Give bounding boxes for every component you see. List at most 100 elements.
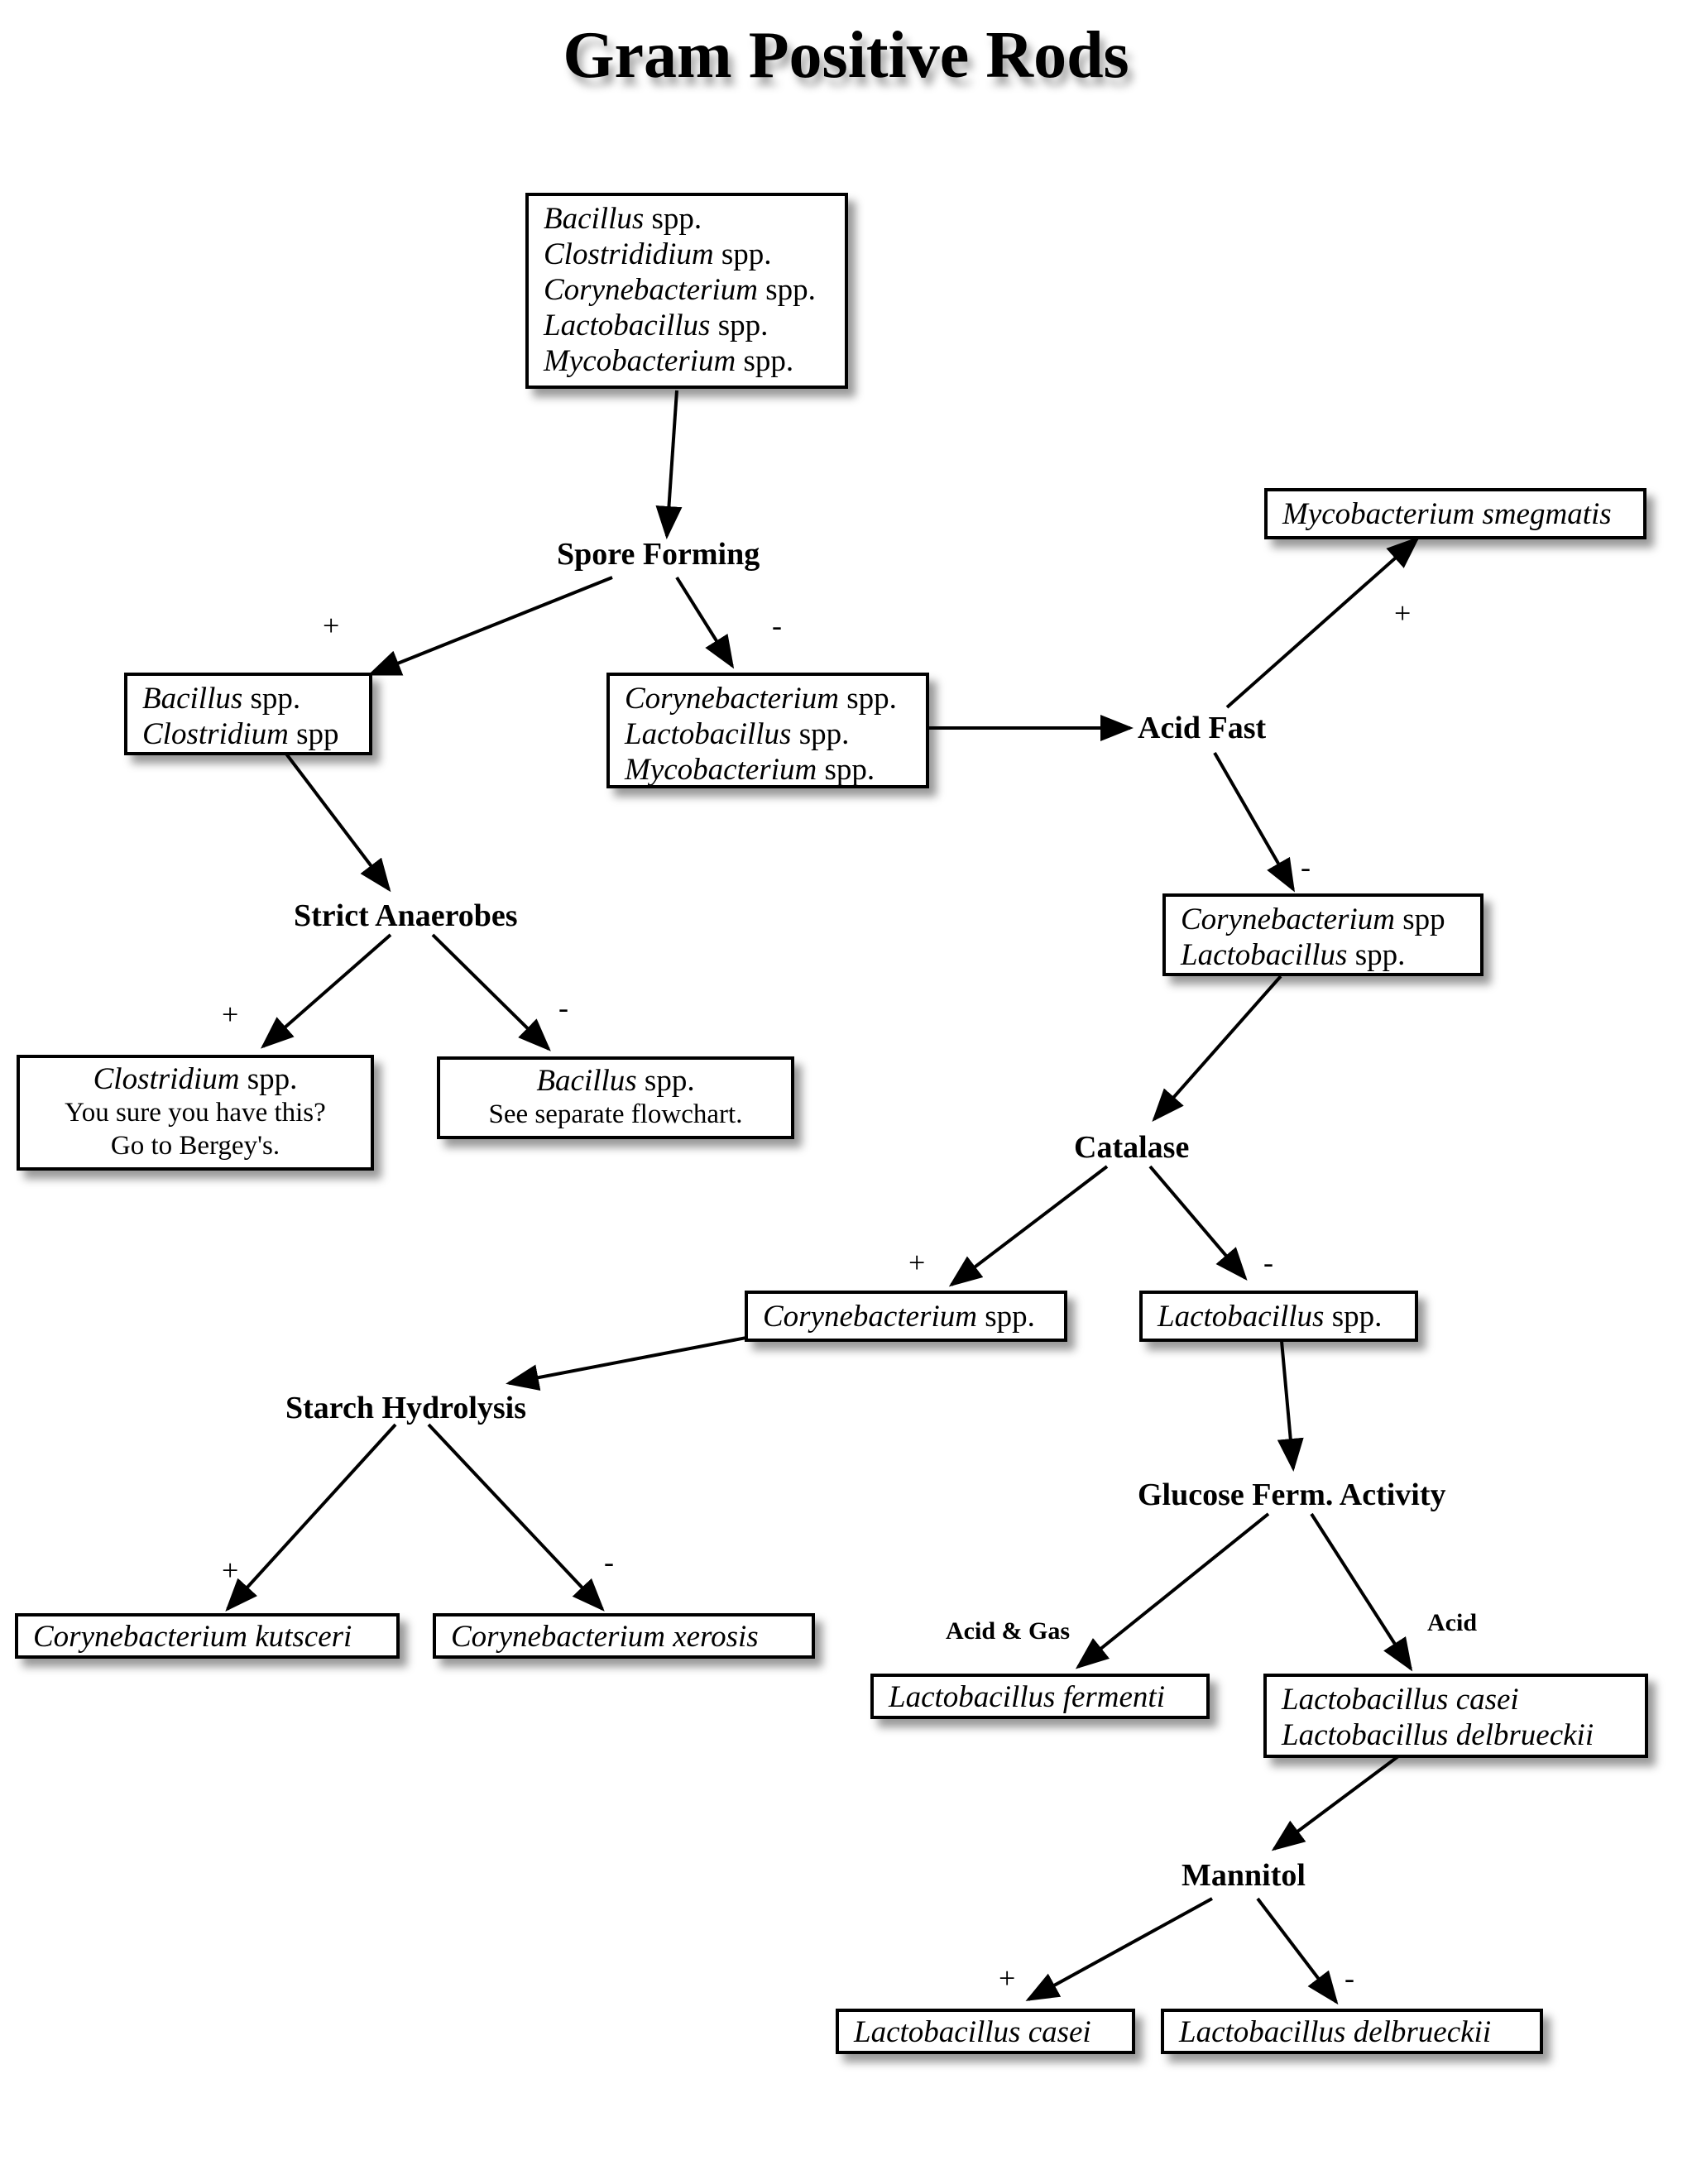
test-glucose-fermentation: Glucose Ferm. Activity (1138, 1478, 1446, 1512)
arrow-acidfast-to-coryne-lacto (1213, 752, 1295, 893)
box-clostridium-result: Clostridium spp. You sure you have this?… (17, 1055, 374, 1171)
arrow-starch-to-kutsceri (225, 1423, 397, 1612)
arrow-catalase-to-lacto (1148, 1165, 1248, 1281)
species-label: Lactobacillus delbrueckii (1179, 2015, 1492, 2049)
species-label: Corynebacterium xerosis (451, 1620, 759, 1654)
spp-label: spp. (713, 237, 772, 271)
spp-label: spp. (838, 682, 897, 716)
root-line-2: Clostrididium spp. (544, 237, 830, 272)
box-coryne-lacto: Corynebacterium spp Lactobacillus spp. (1162, 893, 1483, 976)
genus-label: Mycobacterium (544, 344, 736, 378)
arrow-spore-to-bacillus (367, 576, 613, 676)
arrow-mannitol-to-delbrueckii (1256, 1897, 1339, 2005)
genus-label: Corynebacterium (763, 1300, 977, 1334)
box-coryne-lacto-myco: Corynebacterium spp. Lactobacillus spp. … (606, 673, 929, 788)
arrow-acidfast-to-smegmatis (1225, 536, 1420, 709)
species-label: Corynebacterium kutsceri (33, 1620, 352, 1654)
spp-label: spp (1394, 903, 1445, 936)
arrow-bacillus-to-anaerobes (284, 751, 391, 893)
sign-plus-acidfast: + (1394, 596, 1412, 630)
genus-label: Bacillus (544, 202, 645, 236)
genus-label: Lactobacillus (544, 309, 711, 342)
sign-plus-starch: + (222, 1554, 239, 1587)
box-root-genera: Bacillus spp. Clostrididium spp. Coryneb… (525, 193, 848, 389)
genus-label: Clostridium (142, 717, 289, 751)
spp-label: spp. (1347, 938, 1406, 972)
spp-label: spp. (1324, 1300, 1383, 1334)
line-1: Clostridium spp. (35, 1063, 356, 1096)
line-1: Corynebacterium spp (1181, 902, 1465, 937)
spp-label: spp. (242, 682, 301, 716)
box-lactobacillus-casei: Lactobacillus casei (836, 2009, 1135, 2054)
sign-minus-anaerobes: - (558, 991, 568, 1024)
arrow-mannitol-to-casei (1025, 1897, 1213, 2001)
species-label: Lactobacillus casei (854, 2015, 1091, 2049)
box-lactobacillus-delbrueckii: Lactobacillus delbrueckii (1161, 2009, 1543, 2054)
test-catalase: Catalase (1074, 1130, 1190, 1165)
genus-label: Clostrididium (544, 237, 714, 271)
genus-label: Corynebacterium (1181, 903, 1395, 936)
sign-minus-spore: - (772, 609, 782, 642)
test-acid-fast: Acid Fast (1138, 711, 1267, 745)
sign-minus-catalase: - (1263, 1246, 1273, 1279)
spp-label: spp. (736, 344, 794, 378)
genus-label: Lactobacillus (1181, 938, 1348, 972)
arrow-glucose-to-casei-delbrueckii (1310, 1512, 1413, 1672)
genus-label: Lactobacillus (625, 717, 792, 751)
sign-minus-mannitol: - (1344, 1961, 1354, 1995)
label-acid-gas: Acid & Gas (946, 1617, 1070, 1645)
sign-minus-starch: - (604, 1545, 614, 1578)
box-mycobacterium-smegmatis: Mycobacterium smegmatis (1264, 488, 1646, 539)
line-1: Corynebacterium spp. (763, 1299, 1049, 1334)
line-3: Mycobacterium spp. (625, 752, 911, 788)
spp-label: spp. (976, 1300, 1035, 1334)
genus-label: Bacillus (142, 682, 243, 716)
sign-plus-spore: + (323, 609, 340, 642)
line-1: Bacillus spp. (142, 681, 354, 716)
test-starch-hydrolysis: Starch Hydrolysis (285, 1391, 527, 1425)
line-1: Lactobacillus spp. (1158, 1299, 1400, 1334)
sign-plus-anaerobes: + (222, 998, 239, 1031)
line-2: Lactobacillus spp. (1181, 937, 1465, 973)
species-label: Lactobacillus casei (1282, 1683, 1519, 1717)
box-corynebacterium-xerosis: Corynebacterium xerosis (433, 1613, 815, 1659)
arrow-coryne-lacto-to-catalase (1152, 975, 1282, 1122)
note-line: Go to Bergey's. (110, 1131, 280, 1161)
note-line: See separate flowchart. (488, 1099, 743, 1129)
spp-label: spp. (644, 202, 702, 236)
spp-label: spp. (636, 1064, 695, 1098)
species-label: Lactobacillus delbrueckii (1282, 1718, 1594, 1752)
sign-plus-mannitol: + (999, 1961, 1016, 1995)
line-2: Lactobacillus spp. (625, 716, 911, 752)
label-acid: Acid (1427, 1609, 1477, 1636)
spp-label: spp. (239, 1062, 298, 1096)
arrow-anaerobes-to-clostridium (260, 933, 392, 1049)
arrow-catalase-to-coryne (948, 1165, 1109, 1287)
spp-label: spp. (817, 753, 875, 787)
spp-label: spp. (710, 309, 769, 342)
test-spore-forming: Spore Forming (557, 537, 760, 572)
arrow-glucose-to-fermenti (1075, 1512, 1270, 1669)
box-lactobacillus-fermenti: Lactobacillus fermenti (870, 1674, 1210, 1719)
sign-plus-catalase: + (908, 1246, 926, 1279)
genus-label: Bacillus (536, 1064, 637, 1098)
test-strict-anaerobes: Strict Anaerobes (294, 898, 518, 933)
root-line-5: Mycobacterium spp. (544, 343, 830, 379)
species-label: Mycobacterium smegmatis (1282, 497, 1612, 531)
line-1: Corynebacterium spp. (625, 681, 911, 716)
arrow-casei-to-mannitol (1271, 1755, 1400, 1851)
arrow-anaerobes-to-bacillus-result (431, 933, 551, 1051)
note-line: You sure you have this? (65, 1098, 326, 1128)
root-line-4: Lactobacillus spp. (544, 308, 830, 343)
line-1: Bacillus spp. (455, 1065, 776, 1098)
spp-label: spp (288, 717, 339, 751)
box-lactobacillus-spp: Lactobacillus spp. (1139, 1291, 1418, 1342)
genus-label: Mycobacterium (625, 753, 817, 787)
root-line-1: Bacillus spp. (544, 201, 830, 237)
genus-label: Clostridium (93, 1062, 240, 1096)
arrow-root-to-spore (655, 390, 683, 539)
box-bacillus-clostridium: Bacillus spp. Clostridium spp (124, 673, 372, 755)
box-bacillus-result: Bacillus spp. See separate flowchart. (437, 1056, 794, 1139)
box-corynebacterium-spp: Corynebacterium spp. (745, 1291, 1067, 1342)
